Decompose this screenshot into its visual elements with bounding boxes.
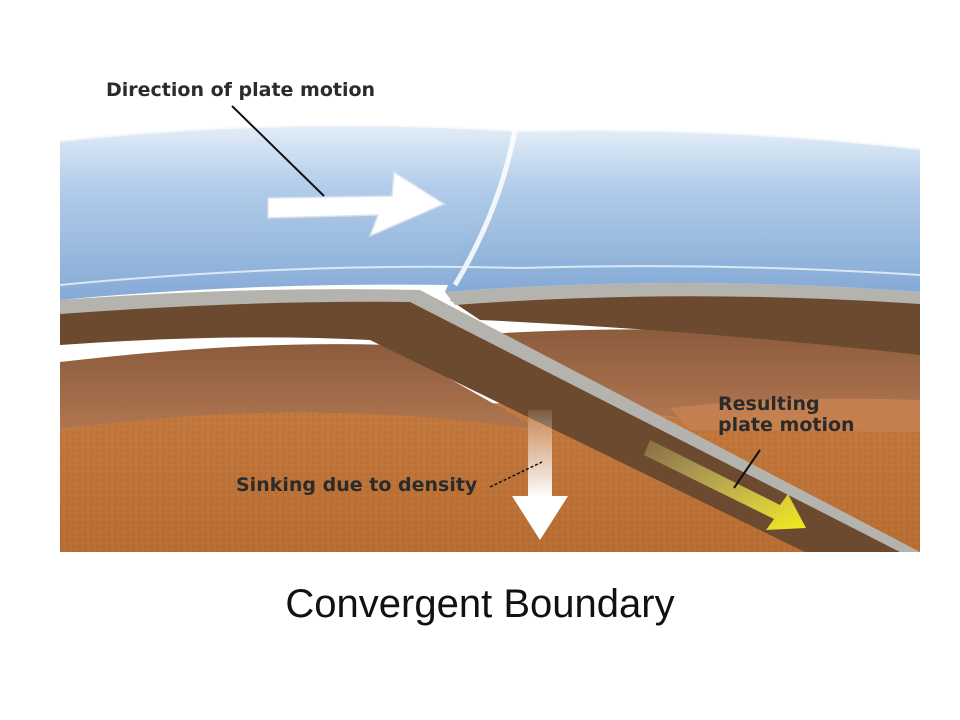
oceanic-crust-right: [445, 283, 920, 305]
arrow-diagonal-icon: [644, 440, 806, 530]
label-sinking-due-to-density: Sinking due to density: [236, 474, 478, 496]
oceanic-crust-left: [60, 289, 920, 552]
subducting-slab: [60, 299, 900, 552]
leader-line-resulting: [733, 449, 761, 489]
overriding-plate: [450, 291, 920, 355]
label-resulting-line1: Resulting: [718, 393, 820, 415]
label-direction-of-plate-motion: Direction of plate motion: [106, 79, 376, 101]
leader-line-direction: [231, 105, 325, 197]
label-resulting-line2: plate motion: [718, 414, 855, 436]
caption-title: Convergent Boundary: [285, 582, 675, 626]
ocean-right: [445, 129, 920, 292]
arrow-down-icon: [512, 410, 568, 540]
convergent-boundary-diagram: [59, 105, 921, 552]
label-resulting-plate-motion: Resulting plate motion: [718, 394, 855, 436]
arrow-right-icon: [267, 170, 446, 238]
